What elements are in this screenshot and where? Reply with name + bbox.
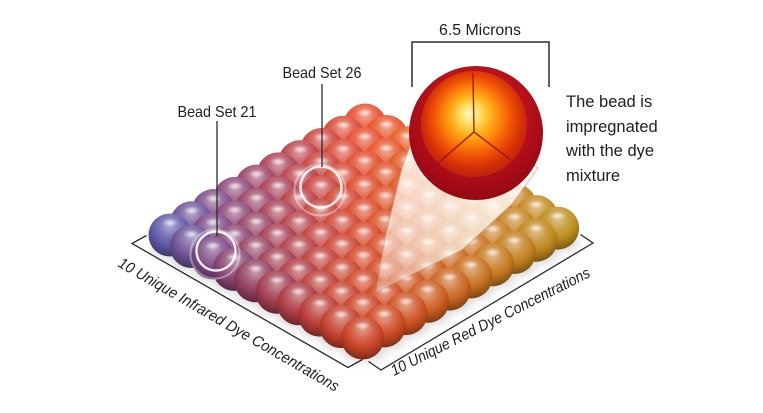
bead-highlight xyxy=(269,228,286,237)
bead-highlight xyxy=(161,218,179,227)
bead-highlight xyxy=(291,216,308,225)
bead-highlight xyxy=(312,180,330,189)
bead-highlight xyxy=(247,264,264,273)
bead-highlight xyxy=(311,275,329,284)
bead-highlight xyxy=(333,310,350,319)
bead-highlight xyxy=(334,168,352,177)
bead-highlight xyxy=(183,206,200,215)
bead-set-21-ring xyxy=(195,230,237,272)
bead-highlight xyxy=(290,287,307,296)
bead-highlight xyxy=(377,167,395,176)
label-diameter: 6.5 Microns xyxy=(439,22,521,39)
bead-note: The bead is impregnated with the dye mix… xyxy=(565,93,658,185)
bead-highlight xyxy=(549,211,566,220)
bead-highlight xyxy=(333,239,351,248)
bead-set-21-marker xyxy=(189,228,241,280)
bead-highlight xyxy=(204,217,222,226)
bead-highlight xyxy=(334,144,352,153)
bead-highlight xyxy=(204,241,221,250)
bead-highlight xyxy=(334,215,351,224)
bead-highlight xyxy=(462,260,480,269)
bead-highlight xyxy=(312,251,329,260)
bead-highlight xyxy=(356,108,374,117)
bead-highlight xyxy=(183,230,200,239)
bead-highlight xyxy=(205,194,222,203)
bead-highlight xyxy=(226,205,243,214)
bead-note-line: mixture xyxy=(566,167,620,185)
bead-highlight xyxy=(248,169,265,178)
bead-highlight xyxy=(270,157,287,166)
bead-highlight xyxy=(290,240,308,249)
bead-set-21-outer-ring xyxy=(189,228,241,280)
bead xyxy=(341,316,385,360)
bead-highlight xyxy=(484,224,502,233)
bead-highlight xyxy=(377,143,395,152)
bead-highlight xyxy=(506,236,523,245)
bead-grid xyxy=(148,103,580,360)
bead-highlight xyxy=(419,285,436,294)
bead-set-26-marker xyxy=(293,163,347,217)
bead-highlight xyxy=(226,182,244,191)
magnified-bead xyxy=(409,66,543,200)
bead-highlight xyxy=(354,321,371,330)
label-bead-set-21: Bead Set 21 xyxy=(178,104,257,121)
bead-highlight xyxy=(247,217,265,226)
bead-note-line: impregnated xyxy=(566,118,658,136)
bead-highlight xyxy=(441,272,458,281)
bead-highlight xyxy=(378,120,395,129)
bead-highlight xyxy=(527,223,545,232)
axis-red-bracket xyxy=(368,233,595,371)
bead-highlight xyxy=(354,274,372,283)
bead-highlight xyxy=(355,227,372,236)
bead-note-line: The bead is xyxy=(566,93,652,111)
cutaway-seams-icon xyxy=(437,73,512,164)
bead-highlight xyxy=(377,191,394,200)
bead-highlight xyxy=(269,252,286,261)
bead-highlight xyxy=(356,132,373,141)
label-bead-set-26: Bead Set 26 xyxy=(283,65,362,82)
bead-set-26-ring xyxy=(299,165,343,209)
axis-infrared-bracket xyxy=(130,234,363,369)
bead-highlight xyxy=(268,275,286,284)
bead-highlight xyxy=(333,286,350,295)
bead-highlight xyxy=(355,203,373,212)
bead-highlight xyxy=(248,193,265,202)
diameter-bracket xyxy=(411,41,550,87)
bead-set-26-outer-ring xyxy=(293,163,347,217)
bead-highlight xyxy=(226,229,243,238)
bead-highlight xyxy=(333,262,350,271)
bead-highlight xyxy=(312,227,329,236)
bead-note-line: with the dye xyxy=(565,142,654,160)
bead-highlight xyxy=(528,200,545,209)
bead-highlight xyxy=(376,309,393,318)
bead-highlight xyxy=(290,263,307,272)
bead-highlight xyxy=(335,120,352,129)
bead-highlight xyxy=(269,204,287,213)
bead-highlight xyxy=(397,297,415,306)
bead-highlight xyxy=(269,181,287,190)
bead-highlight xyxy=(355,250,372,259)
bead-highlight xyxy=(484,248,501,257)
bead-highlight xyxy=(247,240,265,249)
bead-highlight xyxy=(311,298,328,307)
bead-highlight xyxy=(291,145,309,154)
bead-highlight xyxy=(356,156,373,165)
bead-highlight xyxy=(356,179,373,188)
bead-highlight xyxy=(506,212,523,221)
bead-highlight xyxy=(354,298,372,307)
